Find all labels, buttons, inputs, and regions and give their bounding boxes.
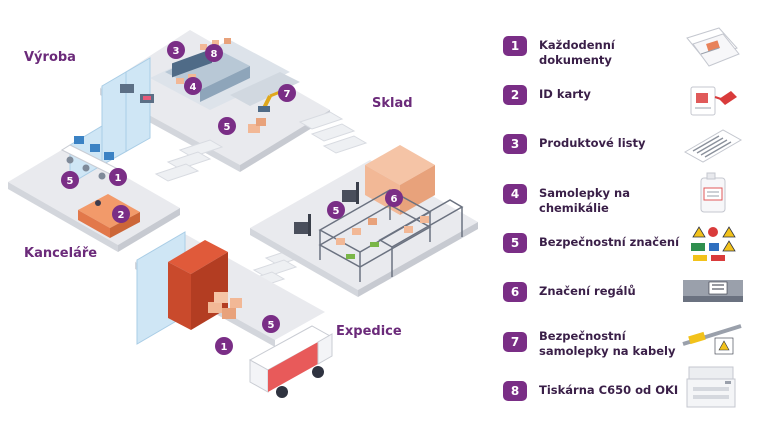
svg-text:3: 3 <box>173 46 180 57</box>
shelf-label-icon <box>683 280 743 302</box>
svg-text:5: 5 <box>268 320 275 331</box>
svg-text:5: 5 <box>333 206 340 217</box>
dispatch-area <box>135 231 333 398</box>
legend-badge: 8 <box>503 381 527 401</box>
legend-item-6: 6 Značení regálů <box>503 276 753 316</box>
facility-illustration: 3 8 4 7 5 5 1 2 6 5 5 1 <box>8 30 478 398</box>
svg-text:5: 5 <box>67 176 74 187</box>
legend-item-3: 3 Produktové listy <box>503 128 753 168</box>
legend-item-7: 7 Bezpečnostní samolepky na kabely <box>503 324 753 366</box>
marker-sklad-5: 5 <box>327 201 345 219</box>
markers: 3 8 4 7 5 5 1 2 6 5 5 1 <box>61 41 403 355</box>
legend-badge: 5 <box>503 233 527 253</box>
legend-item-1: 1 Každodenní dokumenty <box>503 27 753 70</box>
legend-label: ID karty <box>539 87 591 101</box>
legend-item-2: 2 ID karty <box>503 79 753 119</box>
svg-text:4: 4 <box>190 82 197 93</box>
marker-office-5: 5 <box>61 171 79 189</box>
legend-badge: 4 <box>503 184 527 204</box>
legend-label: Bezpečnostní samolepky na kabely <box>539 329 676 358</box>
warehouse-area <box>250 145 478 297</box>
svg-text:1: 1 <box>221 342 228 353</box>
office-area <box>8 125 180 252</box>
svg-text:2: 2 <box>118 210 125 221</box>
zone-label-kancelare: Kanceláře <box>24 246 98 261</box>
legend-label: Bezpečnostní značení <box>539 235 680 249</box>
zone-label-expedice: Expedice <box>336 324 402 339</box>
printer-icon <box>686 366 736 408</box>
svg-text:1: 1 <box>115 173 122 184</box>
safety-signs-icon <box>691 226 736 261</box>
svg-text:8: 8 <box>211 49 218 60</box>
legend-badge: 2 <box>503 85 527 105</box>
zone-label-sklad: Sklad <box>372 96 413 111</box>
marker-sklad-6: 6 <box>385 189 403 207</box>
product-sheets-icon <box>683 129 743 163</box>
marker-office-1: 1 <box>109 168 127 186</box>
marker-vyroba-8: 8 <box>205 44 223 62</box>
svg-text:5: 5 <box>224 122 231 133</box>
production-area <box>100 30 330 172</box>
legend-label: Produktové listy <box>539 136 646 150</box>
documents-icon <box>686 27 740 67</box>
marker-office-2: 2 <box>112 205 130 223</box>
legend-badge: 6 <box>503 282 527 302</box>
legend-label: Samolepky na chemikálie <box>539 186 630 215</box>
marker-vyroba-5: 5 <box>218 117 236 135</box>
chemical-canister-icon <box>700 172 726 213</box>
legend-badge: 7 <box>503 332 527 352</box>
legend-label: Každodenní dokumenty <box>539 38 615 67</box>
legend-badge: 3 <box>503 134 527 154</box>
cable-labels-icon <box>682 324 742 355</box>
marker-vyroba-4: 4 <box>184 77 202 95</box>
marker-exped-5: 5 <box>262 315 280 333</box>
marker-vyroba-3: 3 <box>167 41 185 59</box>
legend-label: Tiskárna C650 od OKI <box>539 383 679 397</box>
marker-exped-1: 1 <box>215 337 233 355</box>
legend-label: Značení regálů <box>539 284 636 298</box>
marker-vyroba-7: 7 <box>278 84 296 102</box>
svg-text:6: 6 <box>391 194 398 205</box>
id-card-icon <box>690 86 737 116</box>
legend-item-4: 4 Samolepky na chemikálie <box>503 172 753 218</box>
legend-badge: 1 <box>503 36 527 56</box>
svg-text:7: 7 <box>284 89 291 100</box>
zone-label-vyroba: Výroba <box>24 50 76 65</box>
legend-item-5: 5 Bezpečnostní značení <box>503 226 753 267</box>
legend-item-8: 8 Tiskárna C650 od OKI <box>503 366 753 415</box>
